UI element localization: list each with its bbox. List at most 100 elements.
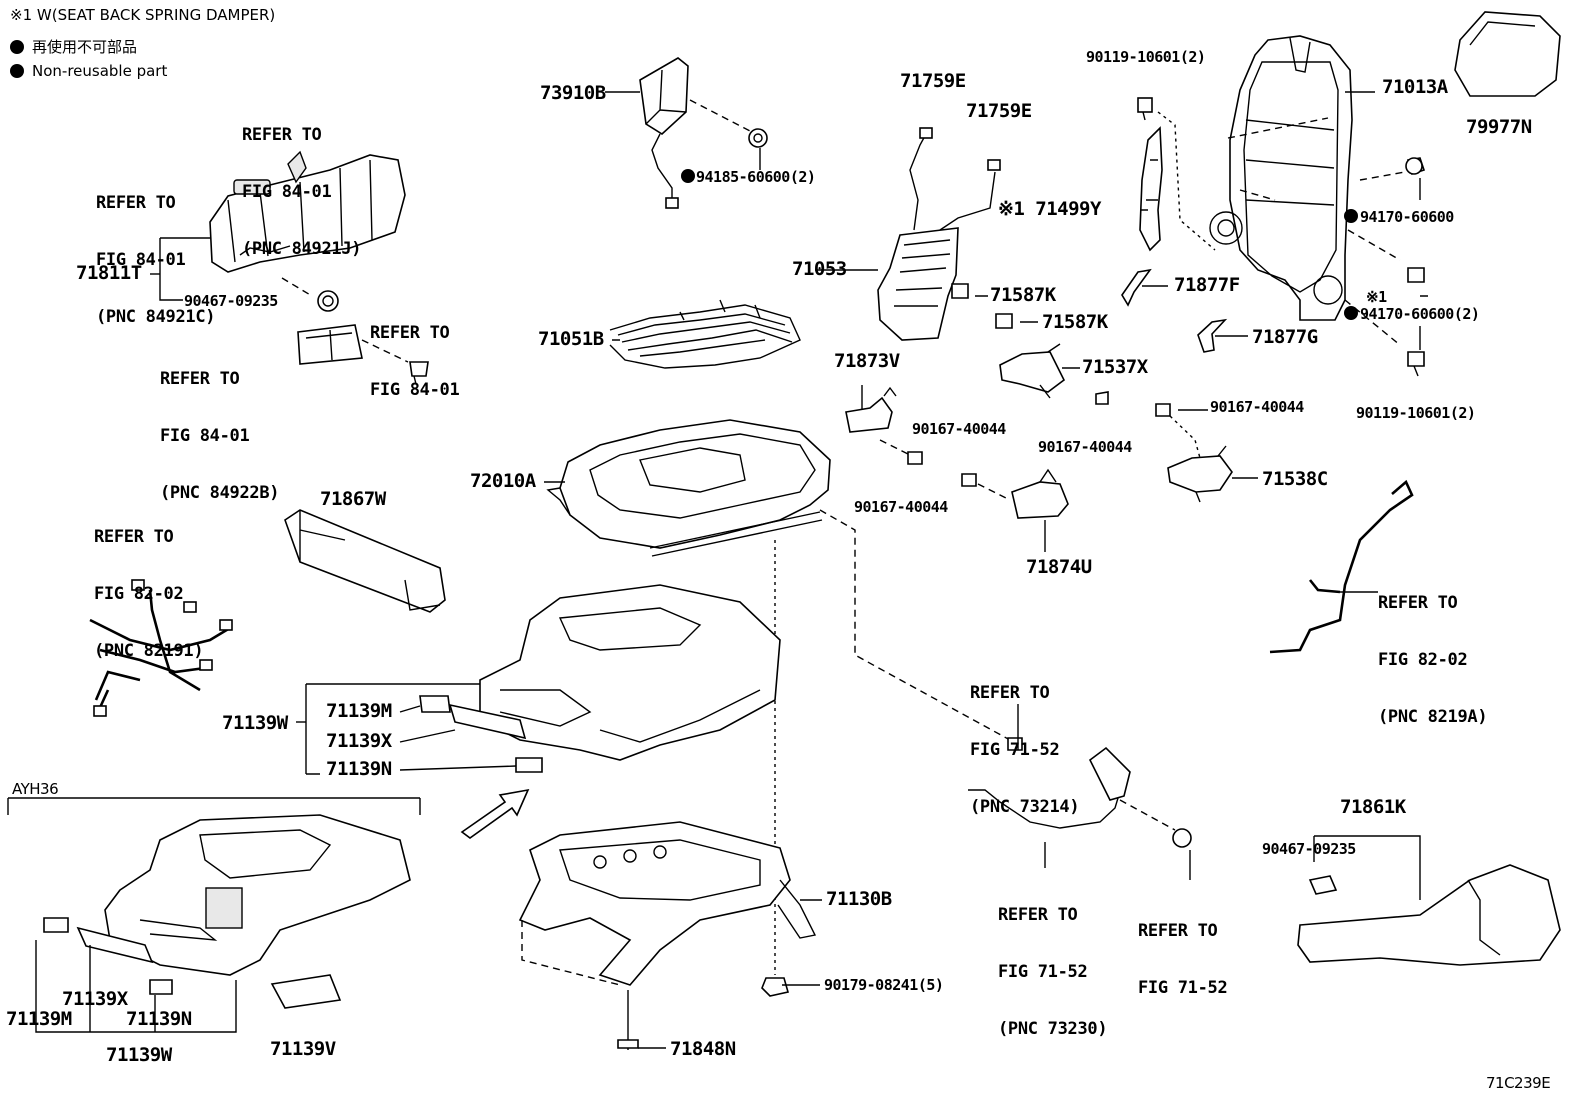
legend-non-reusable-en: Non-reusable part [10,62,167,80]
part-label-90167-40044-c[interactable]: 90167-40044 [1038,438,1132,456]
non-reusable-dot-icon [10,40,24,54]
refer-note-line: FIG 84-01 [370,380,460,400]
variant-part-label-71139w[interactable]: 71139W [106,1044,172,1066]
seat-spring-mat-drawing [609,299,801,369]
variant-part-label-71139v[interactable]: 71139V [270,1038,336,1060]
refer-note-84922b[interactable]: REFER TO FIG 84-01 (PNC 84922B) [160,332,280,541]
refer-note-line: REFER TO [370,323,450,343]
part-label-71139n[interactable]: 71139N [326,758,392,780]
part-label-71139w[interactable]: 71139W [222,712,288,734]
part-label-94170-60600-2[interactable]: 94170-60600(2) [1360,305,1480,323]
legend-jp-text: 再使用不可部品 [32,38,138,56]
part-label-79977n[interactable]: 79977N [1466,116,1532,138]
refer-note-line: REFER TO [94,527,174,547]
variant-cushion-pan-drawing [104,814,411,976]
part-label-71873v[interactable]: 71873V [834,350,900,372]
refer-note-line: FIG 71-52 [1138,978,1228,998]
refer-note-line: (PNC 82191) [94,641,204,661]
part-label-71587k[interactable]: 71587K [990,284,1056,306]
refer-note-84921j[interactable]: REFER TO FIG 84-01 (PNC 84921J) [242,88,362,297]
refer-note-84921c[interactable]: REFER TO FIG 84-01 (PNC 84921C) [96,156,216,365]
variant-part-label-71139m[interactable]: 71139M [6,1008,72,1030]
figure-id: 71C239E [1486,1074,1551,1092]
refer-note-line: (PNC 73214) [970,797,1080,817]
part-label-94170-60600[interactable]: 94170-60600 [1360,208,1454,226]
part-label-90467-09235-b[interactable]: 90467-09235 [1262,840,1356,858]
refer-note-73230[interactable]: REFER TO FIG 71-52 (PNC 73230) [998,868,1108,1077]
refer-note-line: REFER TO [970,683,1050,703]
part-label-90179-08241[interactable]: 90179-08241(5) [824,976,944,994]
seat-cushion-pan-drawing [479,584,781,761]
refer-note-line: REFER TO [1378,593,1458,613]
legend-non-reusable-jp: 再使用不可部品 [10,38,137,56]
refer-note-line: REFER TO [998,905,1078,925]
refer-note-line: FIG 82-02 [94,584,184,604]
part-label-71874u[interactable]: 71874U [1026,556,1092,578]
refer-note-line: (PNC 8219A) [1378,707,1488,727]
part-label-90167-40044-b[interactable]: 90167-40044 [912,420,1006,438]
refer-note-line: FIG 84-01 [160,426,250,446]
non-reusable-marker-icon [1344,209,1358,223]
part-label-71013a[interactable]: 71013A [1382,76,1448,98]
part-label-71053[interactable]: 71053 [792,258,847,280]
refer-note-fig-71-52[interactable]: REFER TO FIG 71-52 [1138,884,1228,1036]
part-label-71759e[interactable]: 71759E [900,70,966,92]
refer-note-fig-84-01[interactable]: REFER TO FIG 84-01 [370,286,460,438]
part-label-71538c[interactable]: 71538C [1262,468,1328,490]
seat-side-shield-drawing [209,150,406,273]
part-label-71877g[interactable]: 71877G [1252,326,1318,348]
variant-box-label: AYH36 [12,780,59,798]
refer-note-line: REFER TO [1138,921,1218,941]
part-label-71848n[interactable]: 71848N [670,1038,736,1060]
legend-note: ※1 W(SEAT BACK SPRING DAMPER) [10,6,276,24]
refer-note-line: REFER TO [160,369,240,389]
part-label-73910b[interactable]: 73910B [540,82,606,104]
part-label-71759e-2[interactable]: 71759E [966,100,1032,122]
refer-note-line: (PNC 73230) [998,1019,1108,1039]
part-label-71537x[interactable]: 71537X [1082,356,1148,378]
seat-back-frame-drawing [1209,35,1353,321]
non-reusable-marker-icon [681,169,695,183]
non-reusable-marker-icon [1344,306,1358,320]
refer-note-line: FIG 71-52 [970,740,1060,760]
refer-note-line: FIG 82-02 [1378,650,1468,670]
non-reusable-dot-icon [10,64,24,78]
part-label-90119-10601-top[interactable]: 90119-10601(2) [1086,48,1206,66]
refer-note-line: (PNC 84922B) [160,483,280,503]
part-label-71877f[interactable]: 71877F [1174,274,1240,296]
refer-note-73214[interactable]: REFER TO FIG 71-52 (PNC 73214) [970,646,1080,855]
seat-cushion-frame-drawing [546,419,831,557]
part-label-71587k-2[interactable]: 71587K [1042,311,1108,333]
part-label-90119-10601-bottom[interactable]: 90119-10601(2) [1356,404,1476,422]
refer-note-8219a[interactable]: REFER TO FIG 82-02 (PNC 8219A) [1378,556,1488,765]
legend-en-text: Non-reusable part [32,62,168,80]
refer-note-82191[interactable]: REFER TO FIG 82-02 (PNC 82191) [94,490,204,699]
variant-part-label-71139x[interactable]: 71139X [62,988,128,1010]
part-label-72010a[interactable]: 72010A [470,470,536,492]
part-label-90467-09235-a[interactable]: 90467-09235 [184,292,278,310]
part-label-71130b[interactable]: 71130B [826,888,892,910]
part-label-71861k[interactable]: 71861K [1340,796,1406,818]
refer-note-line: REFER TO [242,125,322,145]
part-label-94185-60600[interactable]: 94185-60600(2) [696,168,816,186]
part-label-71499y[interactable]: ※1 71499Y [998,198,1101,220]
refer-note-line: FIG 84-01 [242,182,332,202]
part-label-71051b[interactable]: 71051B [538,328,604,350]
part-label-71139x[interactable]: 71139X [326,730,392,752]
variant-part-label-71139n[interactable]: 71139N [126,1008,192,1030]
part-label-90167-40044-a[interactable]: 90167-40044 [1210,398,1304,416]
seat-lower-frame-drawing [518,821,817,986]
part-label-71867w[interactable]: 71867W [320,488,386,510]
refer-note-line: FIG 84-01 [96,250,186,270]
part-label-71811t[interactable]: 71811T [76,262,142,284]
side-cover-drawing [1297,864,1561,966]
part-label-71139m[interactable]: 71139M [326,700,392,722]
part-label-note-mark: ※1 [1366,288,1387,306]
refer-note-line: REFER TO [96,193,176,213]
refer-note-line: (PNC 84921C) [96,307,216,327]
refer-note-line: FIG 71-52 [998,962,1088,982]
part-label-90167-40044-d[interactable]: 90167-40044 [854,498,948,516]
refer-note-line: (PNC 84921J) [242,239,362,259]
